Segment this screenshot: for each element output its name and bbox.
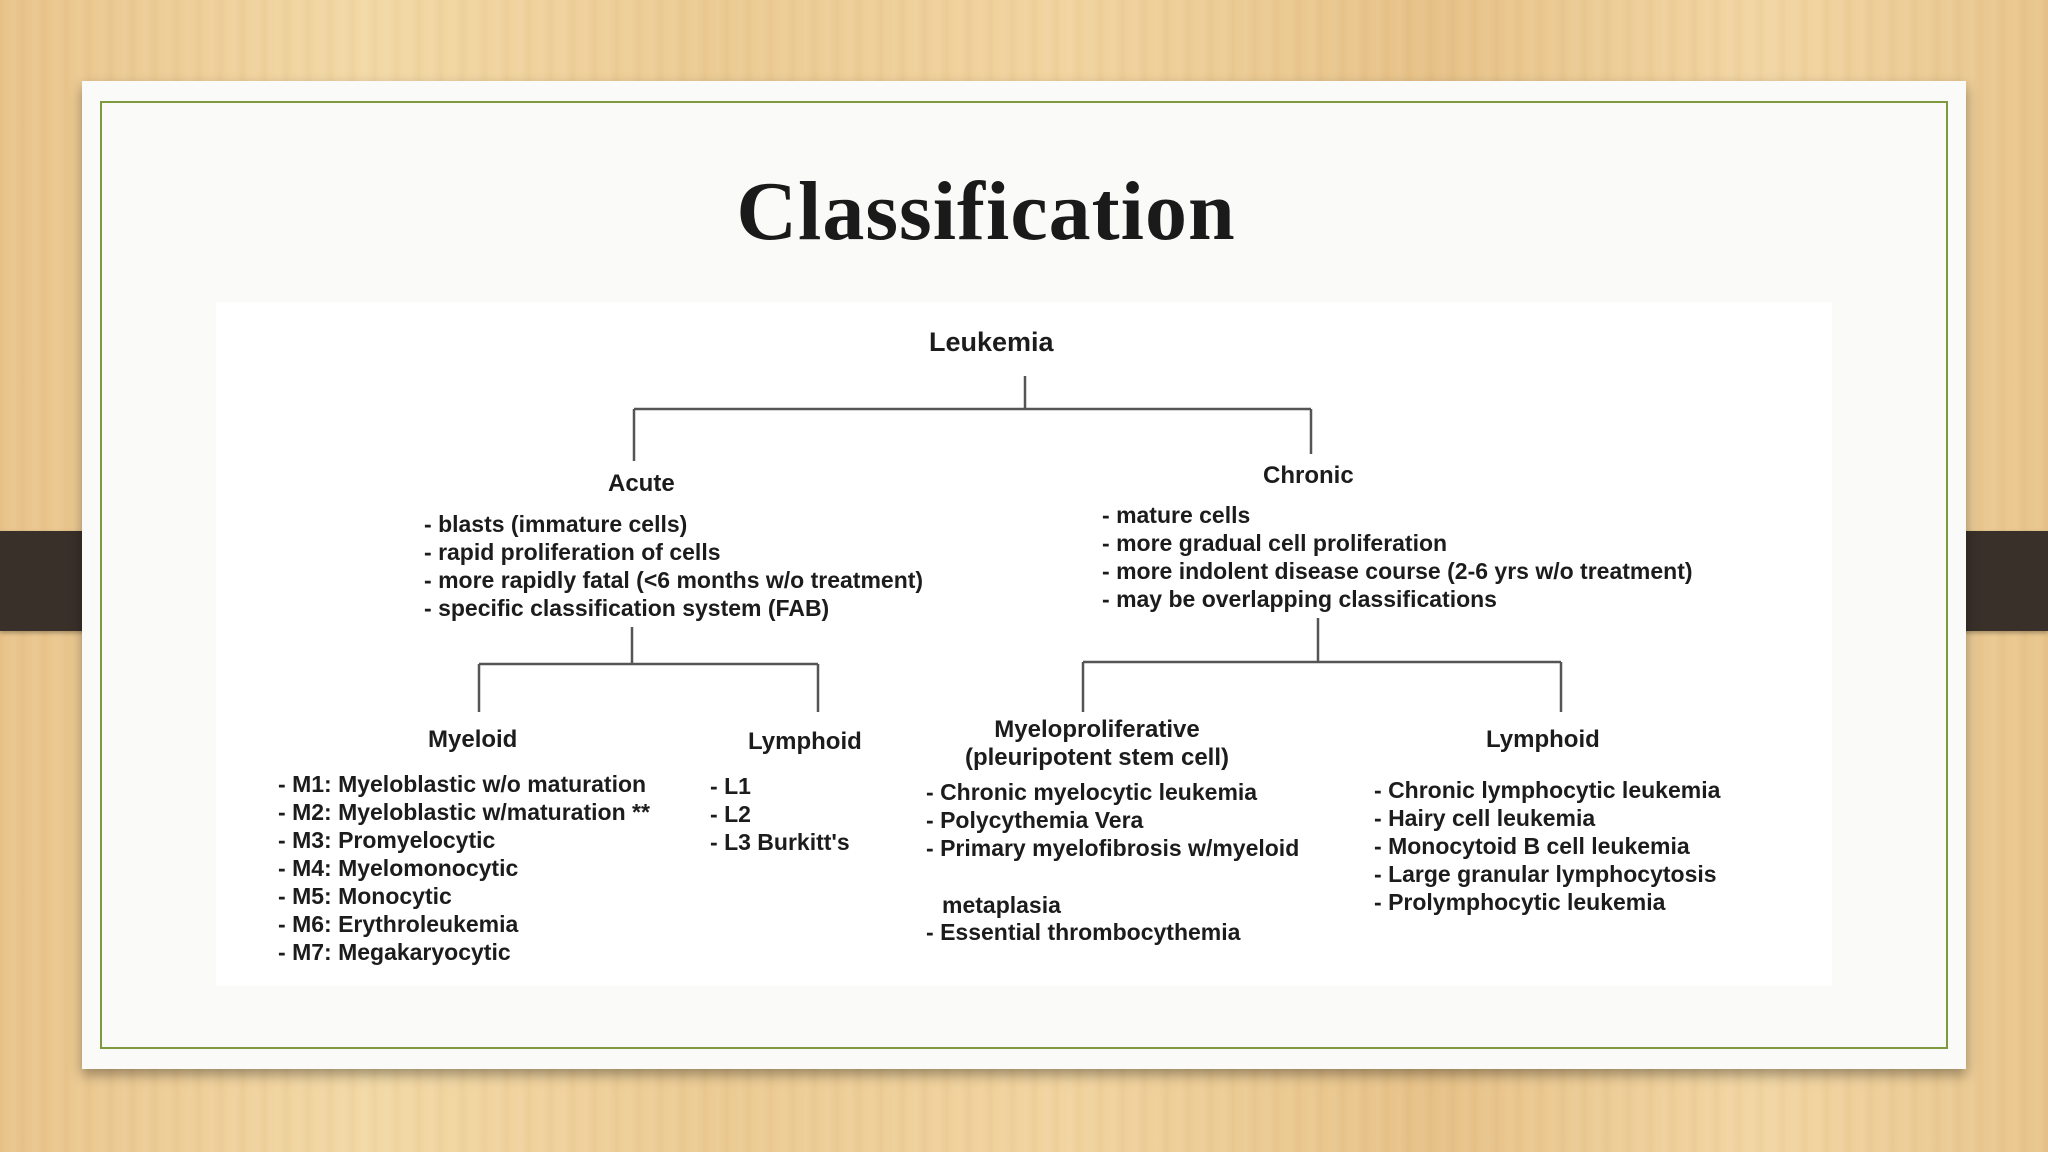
chronic-myeloproliferative-list: Chronic myelocytic leukemia Polycythemia…: [926, 778, 1299, 862]
list-item: specific classification system (FAB): [424, 594, 923, 622]
list-item: M2: Myeloblastic w/maturation **: [278, 798, 650, 826]
leukemia-classification-diagram: Leukemia Acute blasts (immature cells) r…: [216, 302, 1832, 986]
list-item: more rapidly fatal (<6 months w/o treatm…: [424, 566, 923, 594]
list-item: M3: Promyelocytic: [278, 826, 650, 854]
list-item: may be overlapping classifications: [1102, 585, 1693, 613]
slide-title: Classification: [736, 165, 1236, 258]
list-item: Hairy cell leukemia: [1374, 804, 1720, 832]
acute-myeloid-list: M1: Myeloblastic w/o maturation M2: Myel…: [278, 770, 650, 966]
myeloproliferative-sublabel: (pleuripotent stem cell): [964, 744, 1230, 771]
list-item: L2: [710, 800, 850, 828]
list-item: M1: Myeloblastic w/o maturation: [278, 770, 650, 798]
list-item: Monocytoid B cell leukemia: [1374, 832, 1720, 860]
acute-lymphoid-node: Lymphoid: [748, 728, 862, 755]
chronic-lymphoid-node: Lymphoid: [1486, 726, 1600, 753]
acute-node: Acute: [608, 470, 675, 497]
list-item: L3 Burkitt's: [710, 828, 850, 856]
acute-lymphoid-list: L1 L2 L3 Burkitt's: [710, 772, 850, 856]
slide-border: [100, 101, 1948, 1049]
list-item: blasts (immature cells): [424, 510, 923, 538]
list-item: Prolymphocytic leukemia: [1374, 888, 1720, 916]
list-item: mature cells: [1102, 501, 1693, 529]
list-item: M7: Megakaryocytic: [278, 938, 650, 966]
list-item: Primary myelofibrosis w/myeloid: [926, 834, 1299, 862]
chronic-myeloproliferative-list-end: Essential thrombocythemia: [926, 918, 1240, 946]
list-item: Large granular lymphocytosis: [1374, 860, 1720, 888]
list-item: M6: Erythroleukemia: [278, 910, 650, 938]
root-node-leukemia: Leukemia: [929, 327, 1054, 357]
acute-myeloid-node: Myeloid: [428, 726, 518, 753]
list-item: more indolent disease course (2-6 yrs w/…: [1102, 557, 1692, 585]
myeloproliferative-continuation: metaplasia: [942, 892, 1061, 918]
chronic-node: Chronic: [1263, 462, 1354, 489]
myeloproliferative-label: Myeloproliferative: [994, 716, 1200, 743]
chronic-myeloproliferative-node: Myeloproliferative (pleuripotent stem ce…: [952, 716, 1242, 772]
chronic-features-list: mature cells more gradual cell prolifera…: [1102, 501, 1693, 613]
chronic-lymphoid-list: Chronic lymphocytic leukemia Hairy cell …: [1374, 776, 1720, 916]
list-item: Essential thrombocythemia: [926, 918, 1240, 946]
list-item: Chronic myelocytic leukemia: [926, 778, 1299, 806]
list-item: M5: Monocytic: [278, 882, 650, 910]
list-item: rapid proliferation of cells: [424, 538, 923, 566]
connector-lines: [477, 376, 1563, 712]
list-item: L1: [710, 772, 850, 800]
acute-features-list: blasts (immature cells) rapid proliferat…: [424, 510, 923, 622]
list-item: Polycythemia Vera: [926, 806, 1299, 834]
list-item: Chronic lymphocytic leukemia: [1374, 776, 1720, 804]
list-item: more gradual cell proliferation: [1102, 529, 1693, 557]
list-item: M4: Myelomonocytic: [278, 854, 650, 882]
